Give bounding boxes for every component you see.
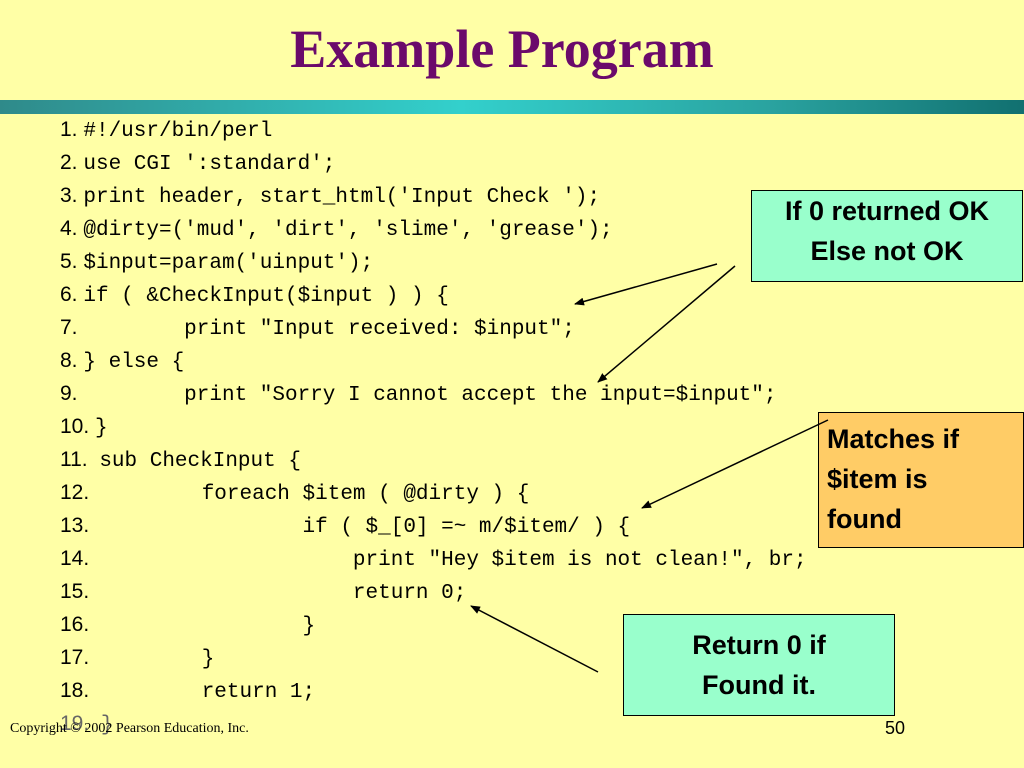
code-line-19: 19. } [60,707,113,740]
arrow-to-line-12 [641,419,829,509]
code-line-13: 13. if ( $_[0] =~ m/$item/ ) { [60,509,630,542]
line-number: 4. [60,217,78,240]
code-text: } else { [83,351,185,374]
code-text: return 1; [100,681,316,704]
line-number: 3. [60,184,78,207]
line-number: 11. [60,448,88,471]
code-line-17: 17. } [60,641,214,674]
page-number: 50 [885,718,906,738]
arrow-to-line-9 [597,265,736,383]
callout-line: Found it. [702,670,816,700]
code-text: #!/usr/bin/perl [83,120,273,143]
line-number: 13. [60,514,90,537]
code-text: return 0; [100,582,467,605]
arrow-to-line-15 [470,605,599,673]
callout-matches: Matches if $item is found [818,412,1024,548]
code-line-10: 10. } [60,410,108,443]
code-text: } [100,648,215,671]
code-line-3: 3. print header, start_html('Input Check… [60,179,600,212]
code-line-9: 9. print "Sorry I cannot accept the inpu… [60,377,776,410]
code-line-7: 7. print "Input received: $input"; [60,311,575,344]
code-text: use CGI ':standard'; [83,153,336,176]
callout-if-zero: If 0 returned OK Else not OK [751,190,1023,282]
line-number: 8. [60,349,78,372]
code-line-11: 11. sub CheckInput { [60,443,301,476]
code-line-8: 8. } else { [60,344,184,377]
code-line-4: 4. @dirty=('mud', 'dirt', 'slime', 'grea… [60,212,613,245]
code-line-6: 6. if ( &CheckInput($input ) ) { [60,278,449,311]
code-text: print "Sorry I cannot accept the input=$… [83,384,777,407]
code-text: @dirty=('mud', 'dirt', 'slime', 'grease'… [83,219,613,242]
line-number: 14. [60,547,90,570]
code-text: } [95,417,108,440]
line-number: 17. [60,646,90,669]
code-text: print header, start_html('Input Check ')… [83,186,601,209]
code-text: } [100,714,114,737]
code-text: if ( &CheckInput($input ) ) { [83,285,449,308]
callout-line: found [827,504,902,534]
code-line-18: 18. return 1; [60,674,315,707]
code-text: sub CheckInput { [99,450,301,473]
code-text: print "Hey $item is not clean!", br; [100,549,807,572]
code-text: print "Input received: $input"; [83,318,575,341]
callout-line: If 0 returned OK [784,196,990,226]
line-number: 16. [60,613,90,636]
code-text: foreach $item ( @dirty ) { [100,483,530,506]
copyright-footer: Copyright © 2002 Pearson Education, Inc. [10,721,249,736]
line-number: 12. [60,481,90,504]
code-line-12: 12. foreach $item ( @dirty ) { [60,476,529,509]
line-number: 5. [60,250,78,273]
title-divider [0,100,1024,114]
line-number: 10. [60,415,90,438]
line-number: 2. [60,151,78,174]
code-text: } [100,615,316,638]
callout-line: Else not OK [810,236,964,266]
slide-title: Example Program [290,19,714,79]
line-number: 9. [60,382,78,405]
code-line-2: 2. use CGI ':standard'; [60,146,335,179]
callout-line: Return 0 if [692,630,826,660]
code-line-5: 5. $input=param('uinput'); [60,245,373,278]
code-line-16: 16. } [60,608,315,641]
callout-return-zero: Return 0 if Found it. [623,614,895,716]
line-number: 15. [60,580,90,603]
code-line-14: 14. print "Hey $item is not clean!", br; [60,542,807,575]
line-number: 7. [60,316,78,339]
callout-line: Matches if [827,424,960,454]
code-line-1: 1. #!/usr/bin/perl [60,113,272,146]
code-text: if ( $_[0] =~ m/$item/ ) { [100,516,631,539]
code-text: $input=param('uinput'); [83,252,374,275]
line-number: 18. [60,679,90,702]
line-number: 1. [60,118,78,141]
line-number: 19. [60,712,90,735]
arrow-to-line-6 [574,263,718,306]
code-line-15: 15. return 0; [60,575,466,608]
callout-line: $item is [827,464,928,494]
line-number: 6. [60,283,78,306]
